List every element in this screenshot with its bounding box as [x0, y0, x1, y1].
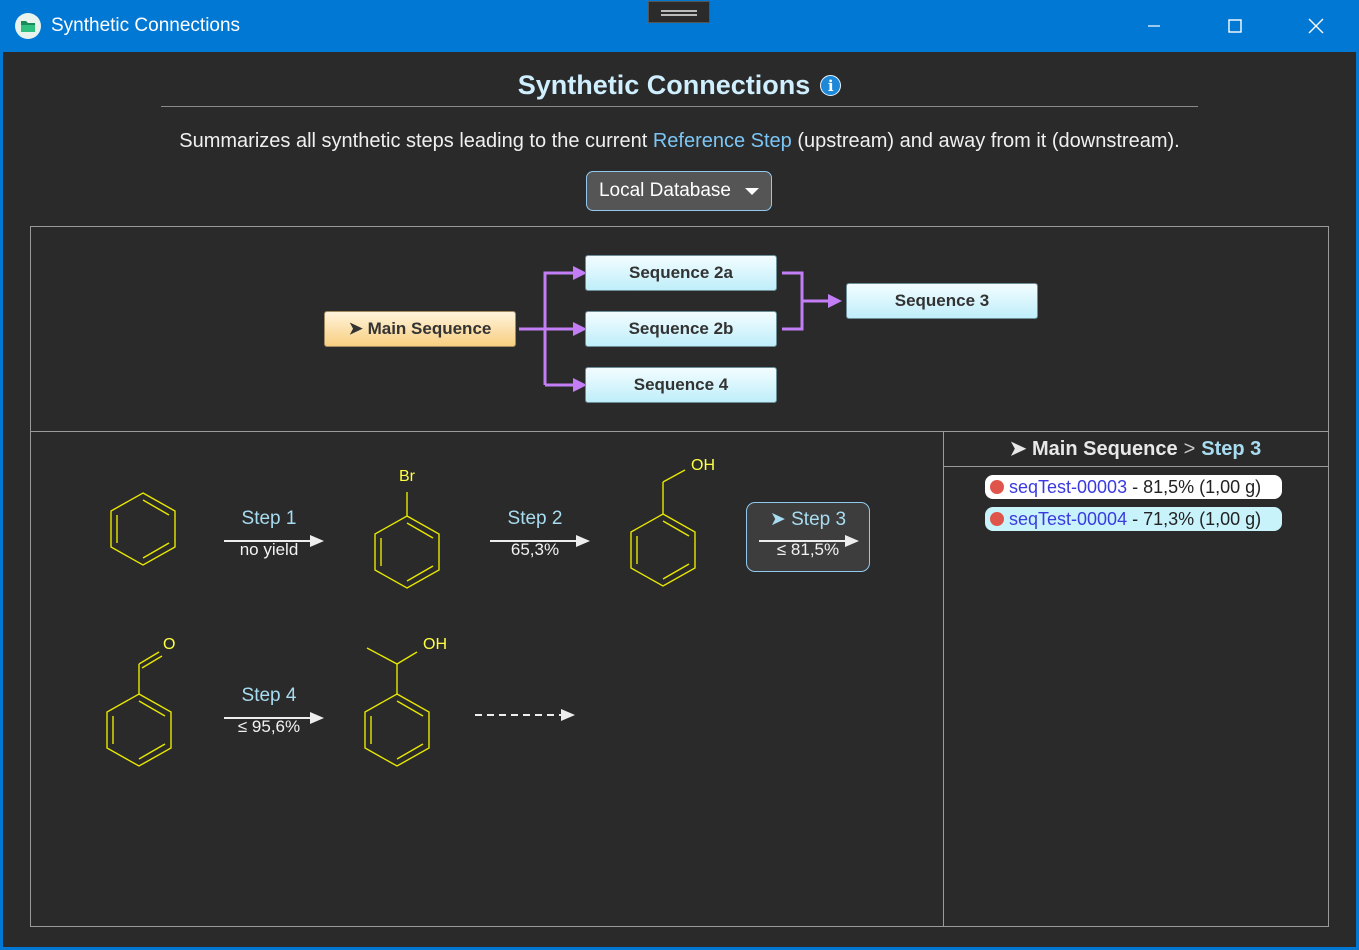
drag-handle[interactable] — [648, 1, 710, 23]
close-icon — [1308, 18, 1324, 34]
experiment-entry[interactable]: seqTest-00003 - 81,5% (1,00 g) — [985, 475, 1282, 499]
chevron-down-icon — [745, 187, 760, 195]
experiment-id-link[interactable]: seqTest-00003 — [1009, 476, 1128, 497]
steps-panel: Step 1 no yield Br Step 2 65,3% OH — [30, 431, 944, 927]
status-dot-icon — [990, 512, 1004, 526]
sequence-2a-node[interactable]: Sequence 2a — [585, 255, 777, 291]
window-title: Synthetic Connections — [51, 15, 241, 36]
benzene-molecule[interactable] — [107, 489, 179, 569]
current-step[interactable]: Step 3 — [1201, 438, 1262, 460]
step-3-yield: ≤ 81,5% — [776, 540, 840, 559]
step-3-label: ➤ Step 3 — [769, 509, 847, 530]
description-text: Summarizes all synthetic steps leading t… — [179, 130, 653, 152]
maximize-button[interactable] — [1195, 0, 1275, 52]
current-sequence[interactable]: ➤ Main Sequence — [1009, 438, 1178, 460]
reference-step-link[interactable]: Reference Step — [652, 130, 792, 152]
sequence-2b-node[interactable]: Sequence 2b — [585, 311, 777, 347]
experiment-id-link[interactable]: seqTest-00004 — [1009, 508, 1128, 529]
step-2-arrow[interactable]: Step 2 65,3% — [480, 508, 590, 560]
experiment-detail: - 71,3% (1,00 g) — [1127, 508, 1262, 529]
step-1-arrow[interactable]: Step 1 no yield — [214, 508, 324, 560]
br-atom-label: Br — [399, 468, 415, 485]
bromobenzene-molecule[interactable] — [371, 488, 443, 592]
step-3-arrow[interactable]: ➤ Step 3 ≤ 81,5% — [753, 508, 863, 560]
pending-step-arrow[interactable] — [471, 707, 581, 723]
minimize-icon — [1148, 25, 1160, 27]
step-1-yield: no yield — [239, 540, 299, 559]
page-description: Summarizes all synthetic steps leading t… — [3, 130, 1356, 153]
sequence-4-node[interactable]: Sequence 4 — [585, 367, 777, 403]
folder-icon — [15, 13, 41, 39]
title-bar[interactable]: Synthetic Connections — [0, 0, 1359, 52]
sequence-graph-panel: ➤ Main Sequence Sequence 2a Sequence 2b … — [30, 226, 1329, 432]
description-text-end: (upstream) and away from it (downstream)… — [791, 130, 1180, 152]
main-sequence-node[interactable]: ➤ Main Sequence — [324, 311, 516, 347]
step-1-label: Step 1 — [241, 508, 297, 529]
step-details-panel: ➤ Main Sequence>Step 3 seqTest-00003 - 8… — [943, 431, 1329, 927]
arrow-right-icon — [490, 535, 590, 547]
arrow-right-icon — [759, 535, 859, 547]
info-icon[interactable]: i — [820, 75, 842, 96]
step-4-arrow[interactable]: Step 4 ≤ 95,6% — [214, 685, 324, 737]
status-dot-icon — [990, 480, 1004, 494]
benzaldehyde-molecule[interactable] — [103, 644, 183, 778]
step-details-header: ➤ Main Sequence>Step 3 — [943, 432, 1328, 467]
source-dropdown[interactable]: Local Database — [586, 171, 772, 211]
arrow-right-icon — [224, 535, 324, 547]
oh-atom-label-2: OH — [423, 636, 447, 653]
sequence-3-node[interactable]: Sequence 3 — [846, 283, 1038, 319]
experiment-entry[interactable]: seqTest-00004 - 71,3% (1,00 g) — [985, 507, 1282, 531]
maximize-icon — [1228, 19, 1242, 33]
main-content: Synthetic Connections i Summarizes all sy… — [3, 52, 1356, 947]
experiment-detail: - 81,5% (1,00 g) — [1127, 476, 1262, 497]
phenylethanol-molecule[interactable] — [361, 644, 441, 778]
page-title: Synthetic Connections — [517, 70, 811, 100]
o-atom-label: O — [163, 636, 176, 653]
step-4-yield: ≤ 95,6% — [237, 717, 301, 736]
minimize-button[interactable] — [1114, 0, 1194, 52]
oh-atom-label: OH — [691, 457, 715, 474]
step-2-label: Step 2 — [507, 508, 563, 529]
arrow-right-icon — [224, 712, 324, 724]
step-2-yield: 65,3% — [510, 540, 560, 559]
benzyl-alcohol-molecule[interactable] — [627, 466, 707, 590]
breadcrumb-separator: > — [1183, 438, 1196, 460]
source-dropdown-value: Local Database — [598, 180, 732, 201]
sequence-connectors — [519, 266, 842, 392]
close-button[interactable] — [1276, 0, 1356, 52]
step-4-label: Step 4 — [241, 685, 297, 706]
page-header: Synthetic Connections i — [161, 66, 1198, 107]
